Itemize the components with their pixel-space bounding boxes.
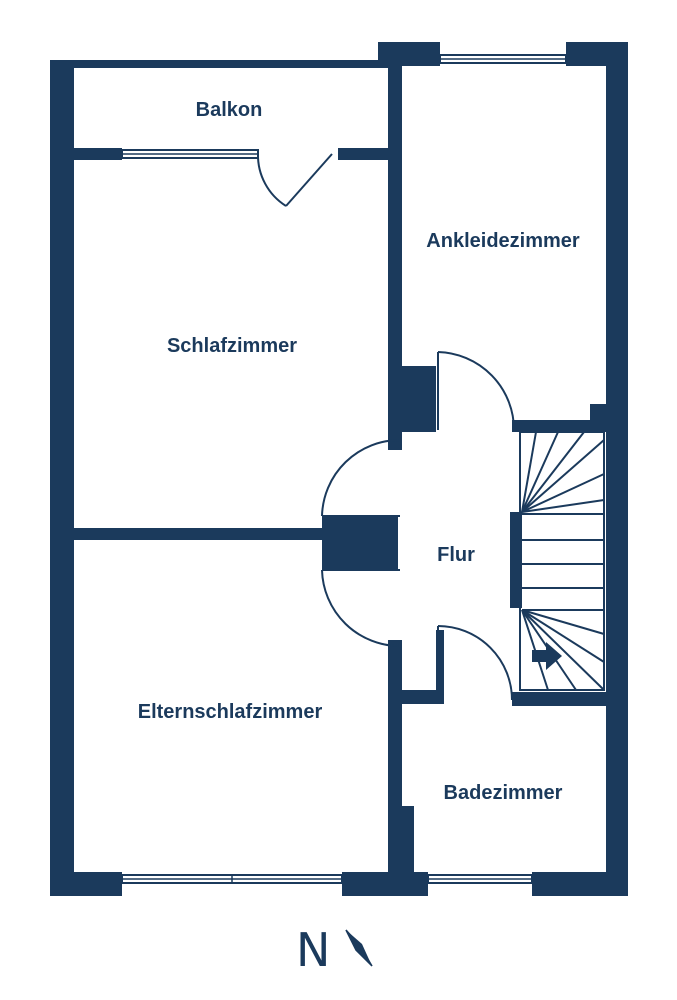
room-label-badezimmer: Badezimmer — [444, 782, 563, 804]
compass-needle-icon — [345, 929, 373, 967]
room-label-flur: Flur — [437, 544, 475, 566]
room-label-balkon: Balkon — [196, 99, 263, 121]
room-label-ankleidezimmer: Ankleidezimmer — [426, 230, 580, 252]
stair-arrow-icon — [532, 642, 562, 670]
room-label-elternschlafzimmer: Elternschlafzimmer — [138, 701, 323, 723]
doors — [256, 153, 515, 701]
exterior-walls — [50, 42, 628, 896]
windows — [121, 54, 567, 884]
room-label-schlafzimmer: Schlafzimmer — [167, 335, 297, 357]
staircase — [519, 431, 605, 691]
interior-walls — [50, 60, 628, 896]
north-compass: N — [296, 923, 373, 977]
compass-letter: N — [296, 923, 330, 977]
